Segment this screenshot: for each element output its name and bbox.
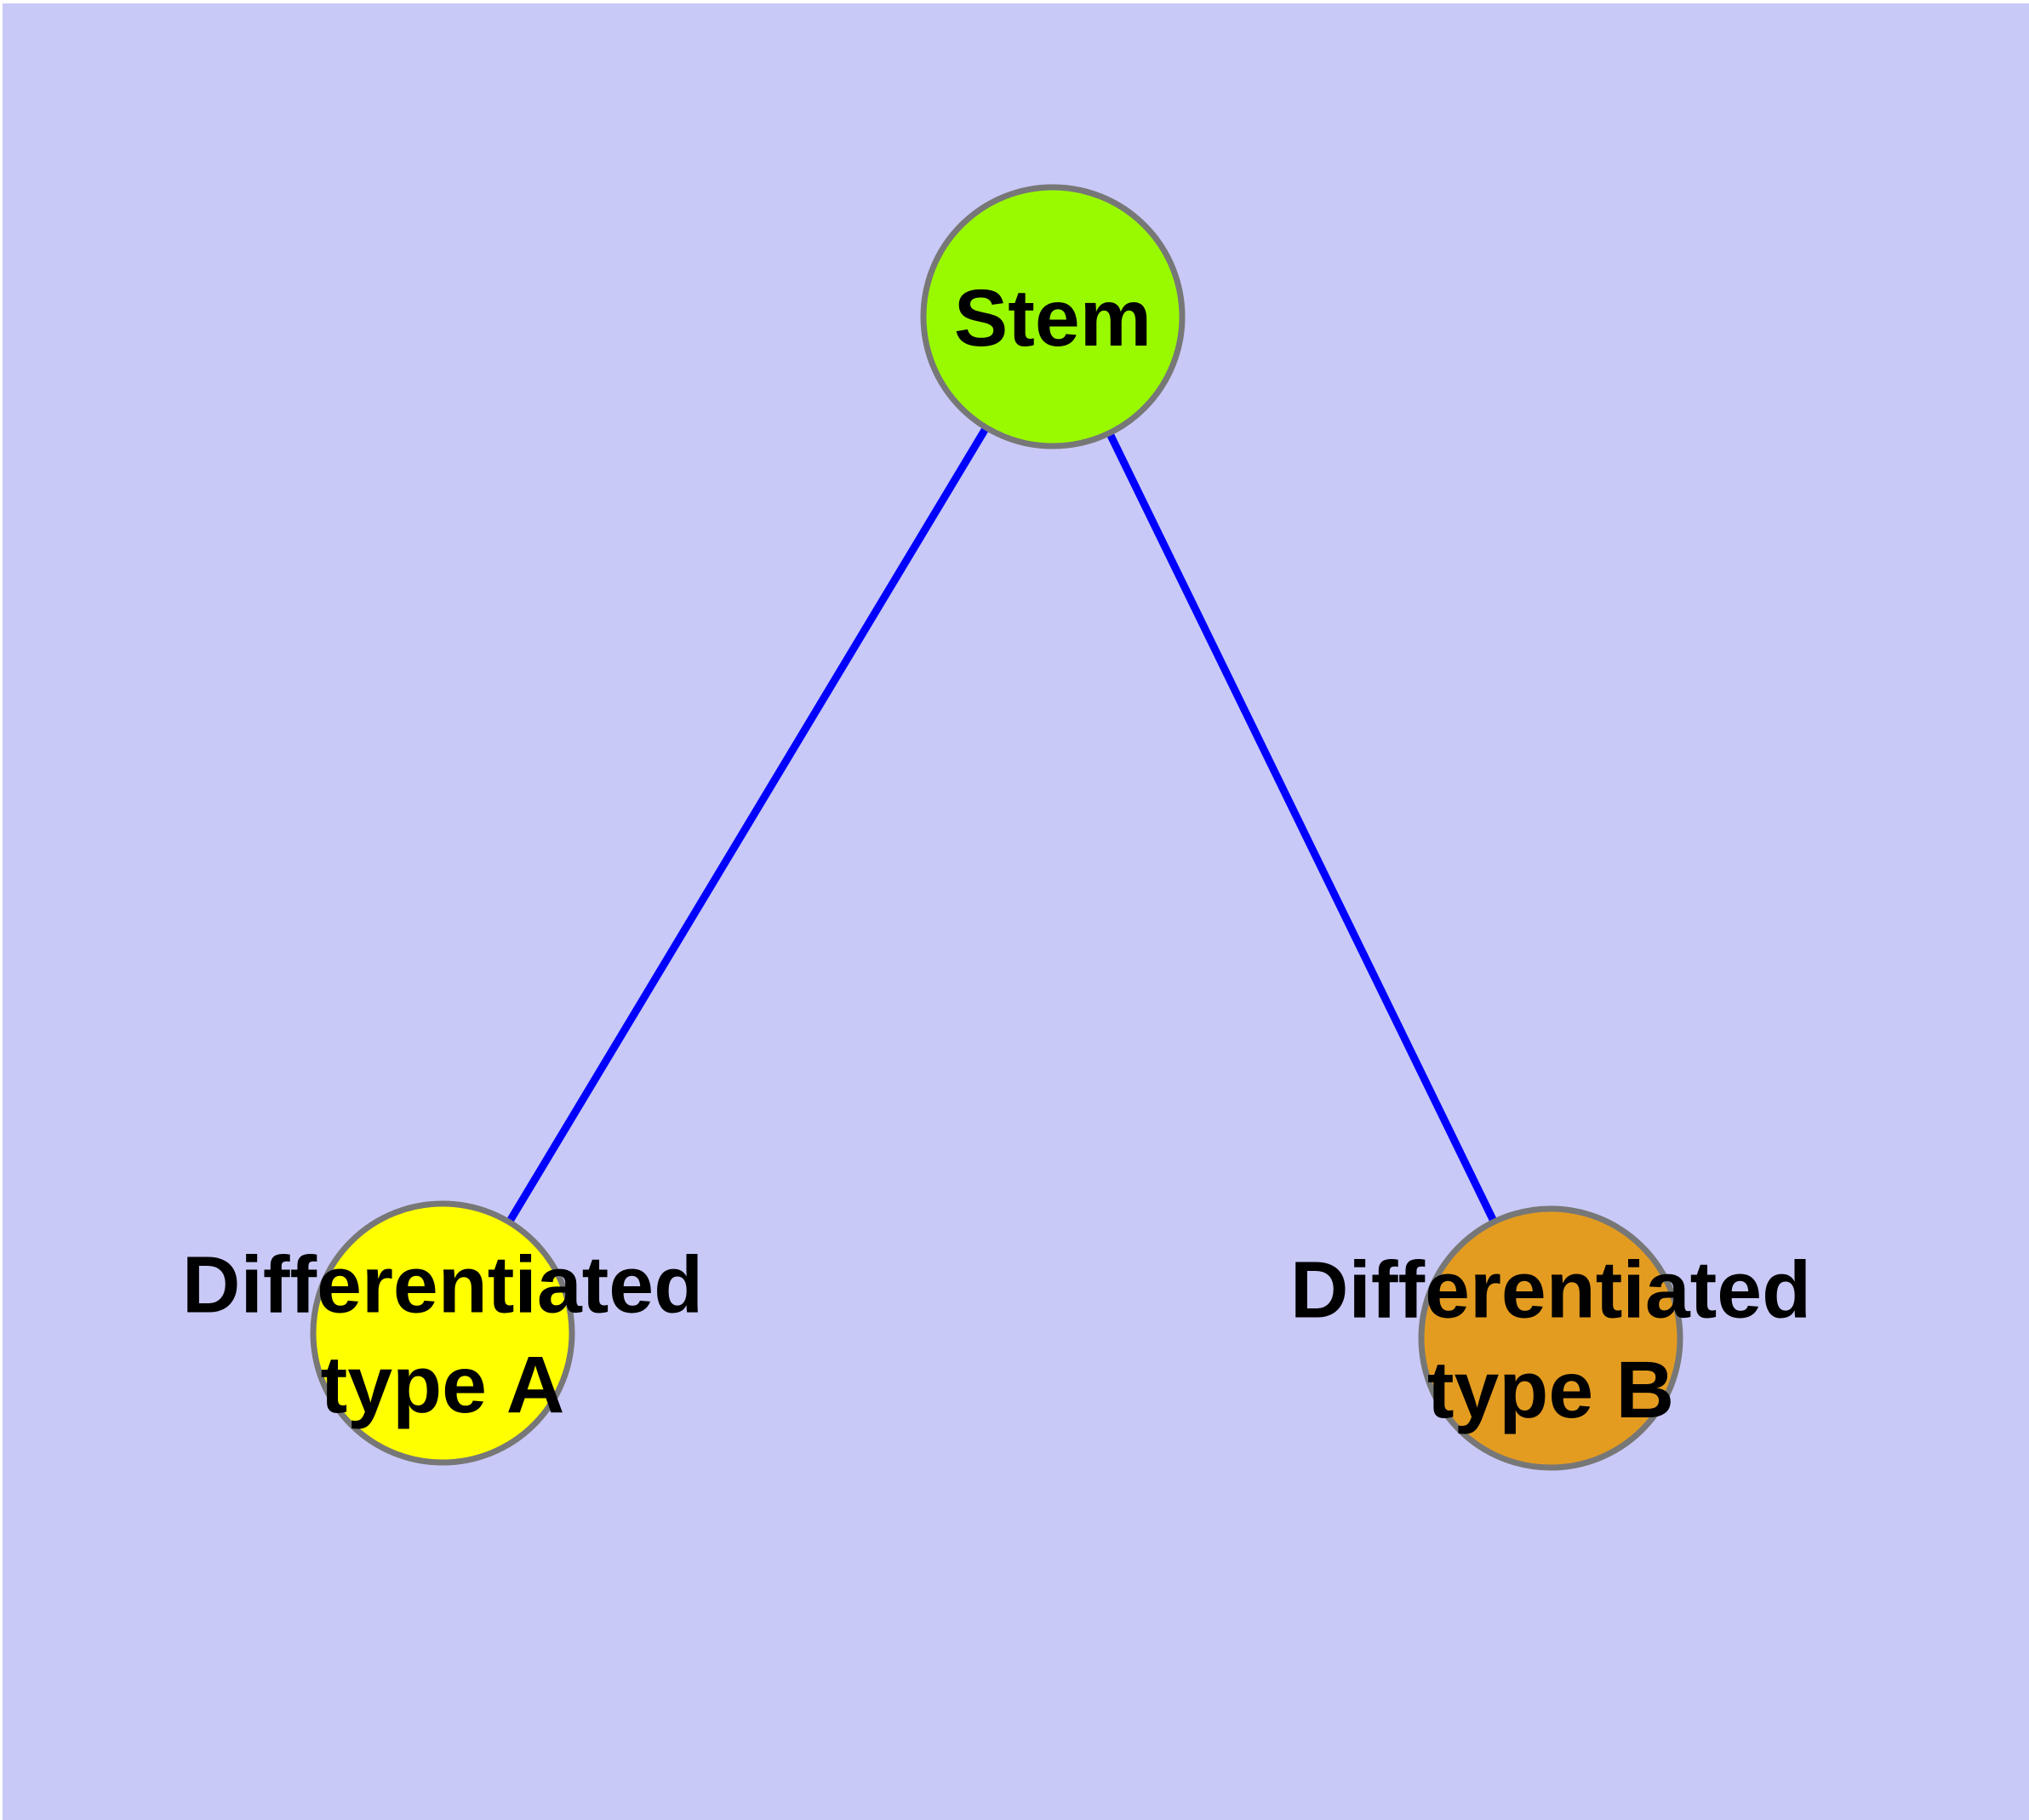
edge-stem-diff-b	[1049, 315, 1555, 1340]
node-stem-circle	[920, 184, 1186, 449]
node-diff-a-circle	[310, 1200, 575, 1466]
node-stem: Stem	[920, 184, 1186, 449]
node-diff-b-circle	[1418, 1205, 1683, 1471]
edge-stem-diff-a	[439, 314, 1056, 1336]
node-stem-label: Stem	[954, 273, 1152, 363]
